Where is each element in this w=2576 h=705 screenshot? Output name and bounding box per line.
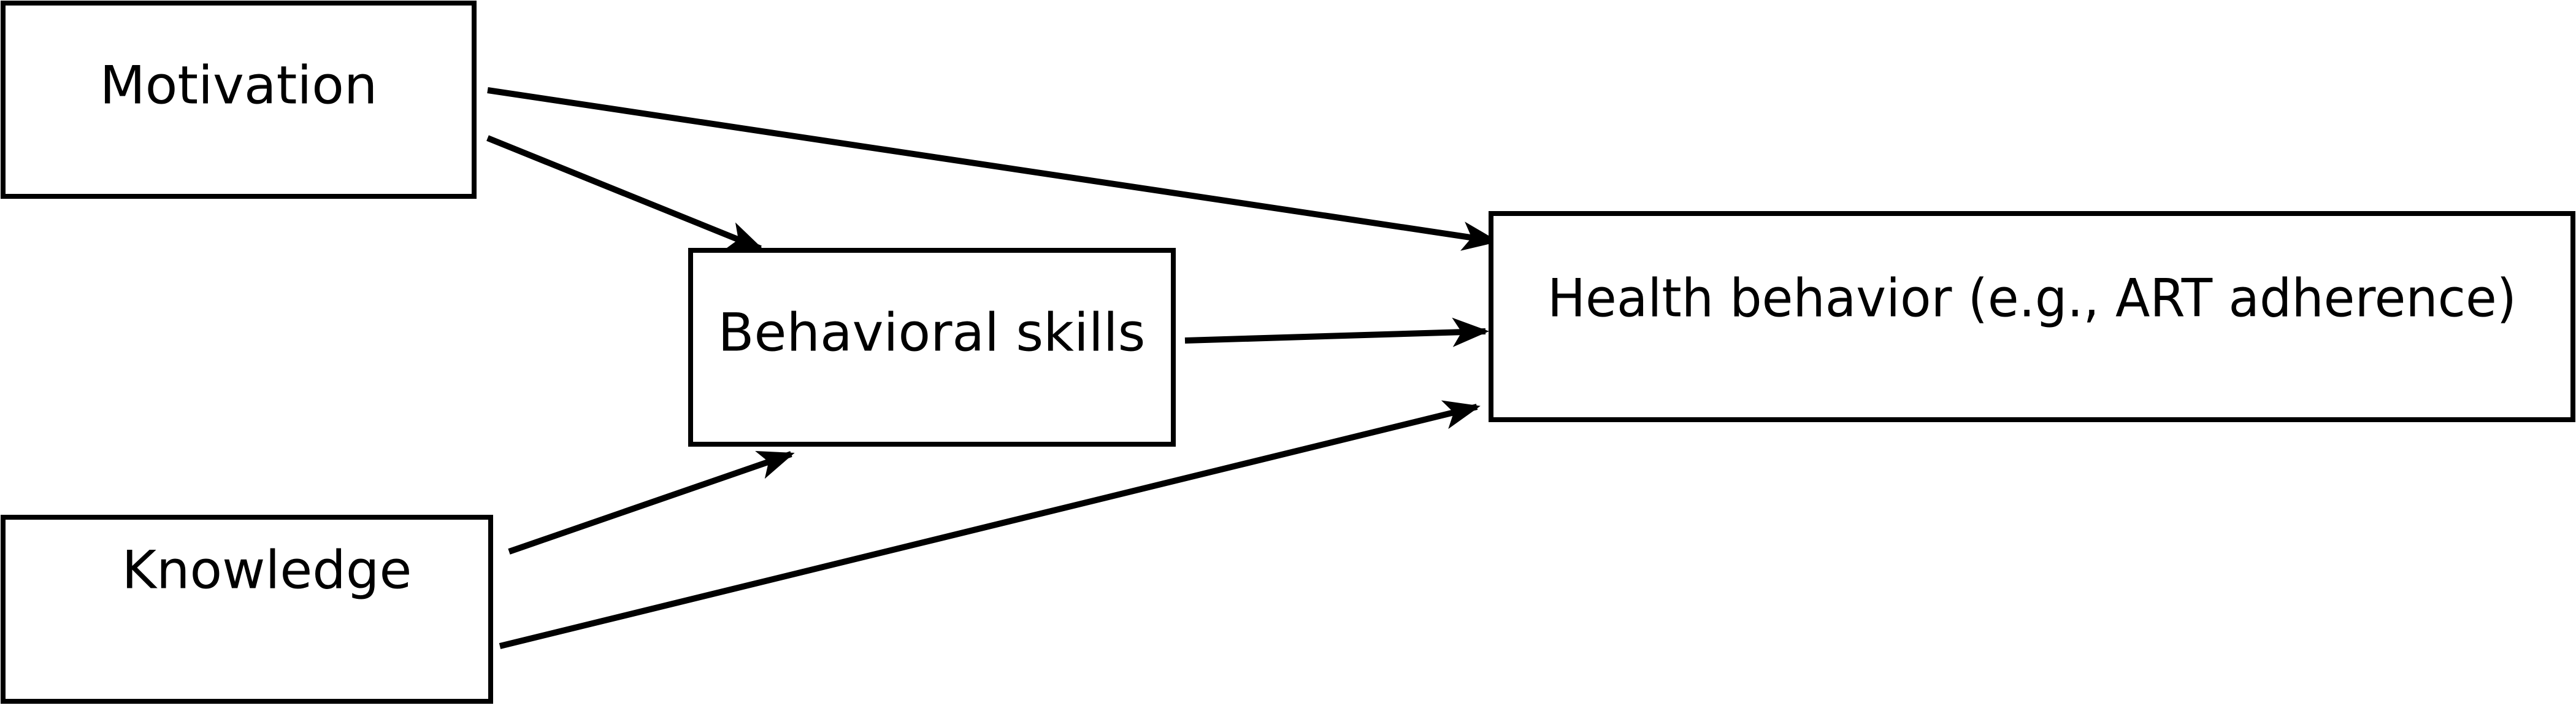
edge-behavioral-skills-to-health-behavior [1184,317,1489,347]
node-motivation: Motivation [1,1,477,199]
node-motivation-box [1,1,477,199]
node-health-behavior-label: Health behavior (e.g., ART adherence) [1547,268,2517,329]
node-knowledge-box [1,515,493,704]
edge-knowledge-to-health-behavior [499,400,1481,649]
edge-motivation-to-behavioral-skills [486,135,764,252]
edge-motivation-to-health-behavior [487,87,1499,251]
node-behavioral-skills: Behavioral skills [688,248,1176,447]
node-behavioral-skills-box [688,248,1176,447]
node-health-behavior: Health behavior (e.g., ART adherence) [1489,211,2575,422]
node-knowledge: Knowledge [1,515,493,704]
node-behavioral-skills-label: Behavioral skills [718,302,1146,363]
edge-knowledge-to-behavioral-skills [508,450,795,555]
node-motivation-label: Motivation [100,55,378,116]
node-knowledge-label: Knowledge [122,539,412,601]
node-health-behavior-box [1489,211,2575,422]
